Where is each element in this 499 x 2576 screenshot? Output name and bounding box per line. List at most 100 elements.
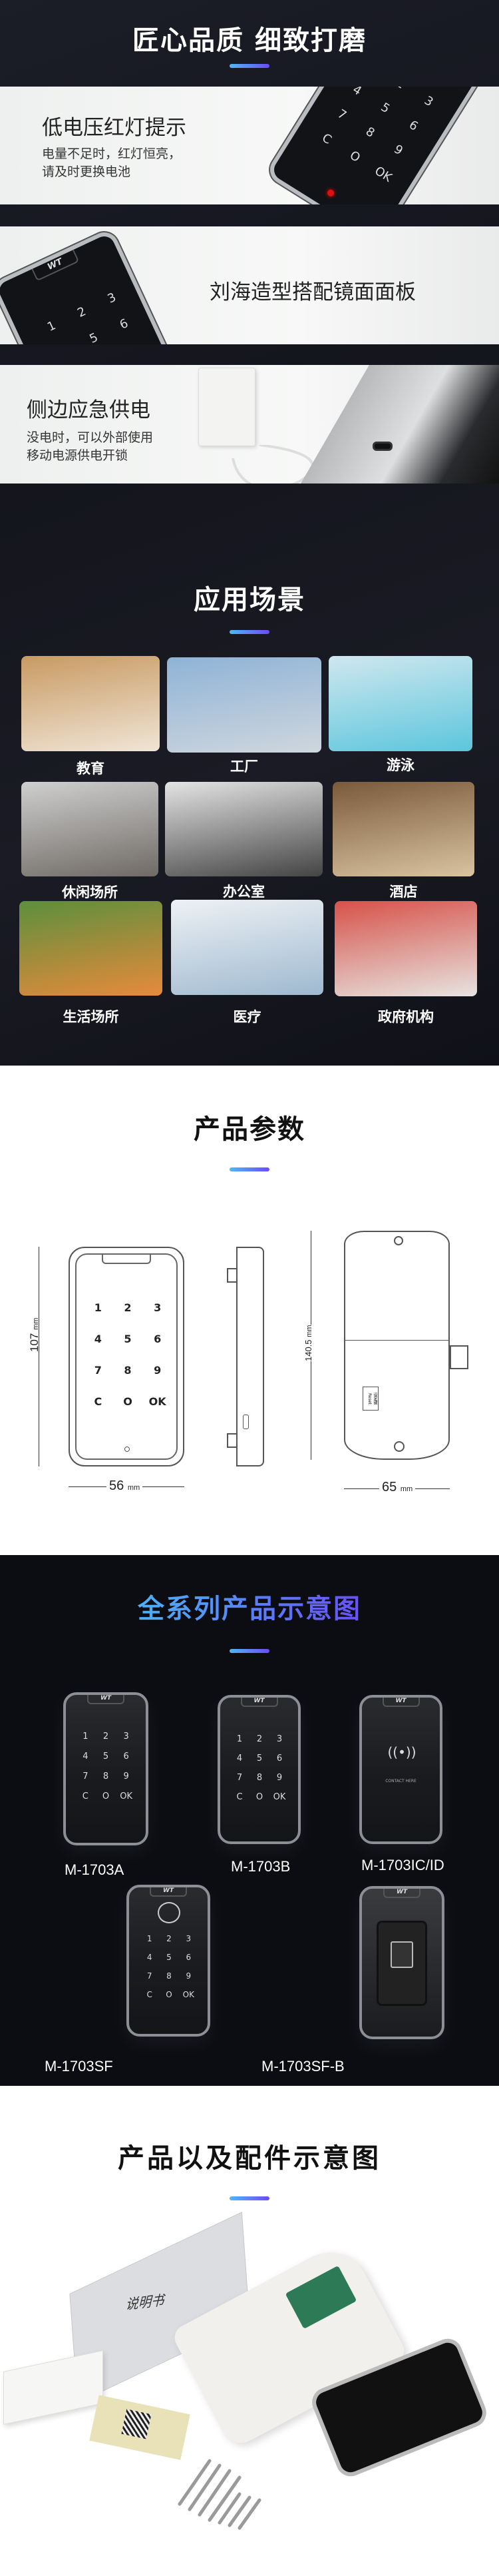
- model-label: M-1703B: [231, 1858, 291, 1875]
- key-3: 3: [186, 1934, 192, 1943]
- key-5: 5: [87, 330, 100, 344]
- key-3: 3: [154, 1301, 162, 1314]
- key-4: 4: [236, 1754, 243, 1764]
- model-label: M-1703SF: [45, 2058, 113, 2075]
- description-line: 请及时更换电池: [42, 164, 131, 179]
- brand-logo: WT: [150, 1887, 187, 1897]
- feature-title: 低电压红灯提示: [42, 116, 186, 140]
- height-dimension-front: 107 mm: [28, 1318, 41, 1352]
- height-dimension-back: 140.5 mm: [303, 1325, 313, 1361]
- key-6: 6: [186, 1953, 192, 1962]
- accent-bar: [230, 1167, 269, 1171]
- usb-port-outline: [243, 1415, 249, 1429]
- scene-label: 医疗: [233, 1009, 261, 1025]
- key-9: 9: [118, 337, 154, 344]
- key-1: 1: [83, 1732, 88, 1742]
- model-label: M-1703A: [65, 1861, 124, 1878]
- description-line: 没电时，可以外部使用: [27, 430, 154, 445]
- screw-hole-icon: [394, 1441, 405, 1452]
- qr-code-icon: [121, 2409, 152, 2439]
- key-5: 5: [166, 1953, 172, 1962]
- key-2: 2: [102, 1732, 109, 1742]
- key-ok: OK: [182, 1990, 194, 1999]
- dimension-value: 65: [382, 1480, 397, 1494]
- scene-label: 教育: [77, 761, 104, 777]
- key-6: 6: [123, 1752, 129, 1762]
- key-6: 6: [407, 117, 420, 134]
- key-8: 8: [102, 1771, 109, 1781]
- key-7: 7: [236, 1773, 243, 1783]
- key-c: C: [82, 1791, 88, 1801]
- key-4: 4: [146, 1953, 152, 1962]
- key-6: 6: [154, 1333, 162, 1345]
- circuit-board: [285, 2265, 357, 2330]
- fingerprint-sensor-icon: [391, 1941, 413, 1968]
- scene-label: 酒店: [389, 884, 418, 900]
- section-title: 产品参数: [194, 1114, 305, 1145]
- dimension-unit: mm: [400, 1485, 413, 1493]
- scene-image: [21, 782, 158, 876]
- key-2: 2: [124, 1301, 132, 1314]
- key-7: 7: [94, 1364, 102, 1377]
- scene-image: [333, 782, 474, 876]
- divider-line: [345, 1340, 448, 1341]
- key-9: 9: [123, 1771, 129, 1781]
- description-line: 电量不足时，红灯恒亮，: [42, 147, 182, 161]
- key-3: 3: [105, 290, 118, 306]
- dimension-unit: mm: [32, 1317, 40, 1330]
- feature-description: 没电时，可以外部使用 移动电源供电开锁: [27, 429, 153, 465]
- brand-logo: WT: [382, 1698, 420, 1707]
- brand-logo: WT: [240, 1698, 278, 1707]
- key-5: 5: [102, 1752, 109, 1762]
- feature-title: 刘海造型搭配镜面面板: [210, 280, 416, 304]
- key-ok: OK: [273, 1792, 286, 1802]
- feature-panel-low-battery: 低电压红灯提示 电量不足时，红灯恒亮， 请及时更换电池 123456789COO…: [0, 87, 499, 204]
- product-m1703sfb: WT: [359, 1886, 444, 2039]
- width-dimension-front: 56 mm: [106, 1478, 143, 1494]
- model-label: M-1703SF-B: [261, 2058, 345, 2075]
- key-3: 3: [276, 1734, 283, 1744]
- scene-image: [19, 901, 162, 996]
- dimension-value: 140.5: [303, 1339, 313, 1361]
- product-m1703icid: WT ((•)) CONTACT HERE: [359, 1695, 442, 1844]
- key-6: 6: [117, 316, 130, 332]
- dimension-value: 107: [28, 1333, 41, 1352]
- qr-sticker-image: [89, 2395, 190, 2460]
- accent-bar: [230, 2196, 269, 2200]
- scene-image: [167, 657, 321, 753]
- scene-label: 工厂: [230, 759, 258, 775]
- scene-image: [171, 900, 323, 995]
- key-1: 1: [146, 1934, 152, 1943]
- latch-outline: [227, 1433, 238, 1448]
- brand-logo: WT: [87, 1695, 124, 1704]
- brand-logo: WT: [383, 1889, 420, 1898]
- brand-logo: WT: [31, 249, 80, 282]
- nfc-icon: ((•)): [387, 1744, 416, 1760]
- key-c: C: [236, 1792, 243, 1802]
- latch-outline: [227, 1268, 238, 1283]
- scene-label: 政府机构: [378, 1009, 434, 1025]
- feature-title: 侧边应急供电: [27, 398, 150, 422]
- key-o: O: [102, 1791, 110, 1801]
- screw-hole-icon: [394, 1236, 403, 1245]
- scene-image: [335, 901, 477, 996]
- key-1: 1: [236, 1734, 243, 1744]
- key-4: 4: [83, 1752, 88, 1762]
- back-view-drawing: 设定键 Reset: [344, 1231, 468, 1460]
- key-c: C: [146, 1990, 152, 1999]
- scene-label: 生活场所: [63, 1009, 119, 1025]
- manual-title: 说明书: [124, 2291, 168, 2313]
- description-line: 移动电源供电开锁: [27, 448, 128, 463]
- lock-side-image: [288, 365, 499, 483]
- model-label: M-1703IC/ID: [361, 1857, 444, 1873]
